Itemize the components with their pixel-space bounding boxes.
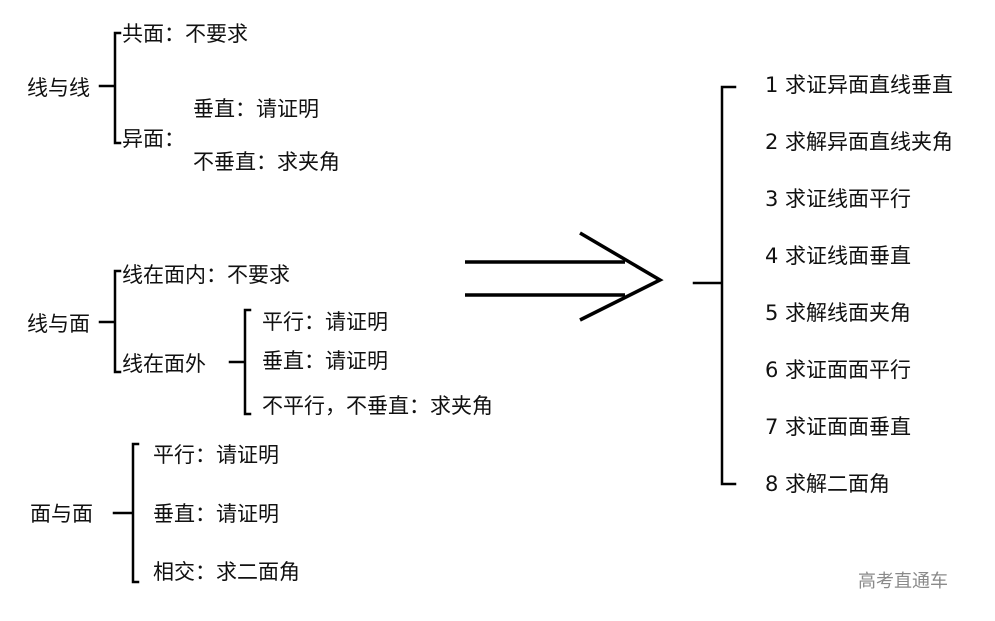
summary-item: 1 求证异面直线垂直 [765,73,954,97]
summary-item: 4 求证线面垂直 [765,244,912,268]
summary-item: 7 求证面面垂直 [765,415,912,439]
line-line-skew-not-perp: 不垂直：求夹角 [193,150,340,174]
line-line-skew: 异面： [122,127,185,151]
group-label-plane-plane: 面与面 [30,502,93,526]
group-label-line-plane: 线与面 [27,312,90,336]
brace-out-plane [228,308,252,416]
line-line-skew-perp: 垂直：请证明 [193,97,319,121]
line-plane-parallel: 平行：请证明 [262,310,388,334]
brace-line-plane [98,269,122,374]
line-plane-neither: 不平行，不垂直：求夹角 [262,394,493,418]
summary-item: 6 求证面面平行 [765,358,912,382]
group-label-line-line: 线与线 [27,76,90,100]
plane-plane-perp: 垂直：请证明 [153,502,279,526]
line-plane-out: 线在面外 [122,352,206,376]
brace-line-line [98,31,122,145]
summary-item: 8 求解二面角 [765,472,891,496]
summary-item: 3 求证线面平行 [765,187,912,211]
summary-item: 2 求解异面直线夹角 [765,130,954,154]
line-plane-in: 线在面内：不要求 [122,263,290,287]
watermark: 高考直通车 [858,571,948,592]
line-plane-perp: 垂直：请证明 [262,349,388,373]
line-line-coplanar: 共面：不要求 [122,22,248,46]
double-arrow-icon [465,231,664,322]
plane-plane-parallel: 平行：请证明 [153,443,279,467]
brace-plane-plane [112,442,140,584]
plane-plane-intersect: 相交：求二面角 [153,560,300,584]
brace-summary [692,85,737,486]
summary-item: 5 求解线面夹角 [765,301,912,325]
